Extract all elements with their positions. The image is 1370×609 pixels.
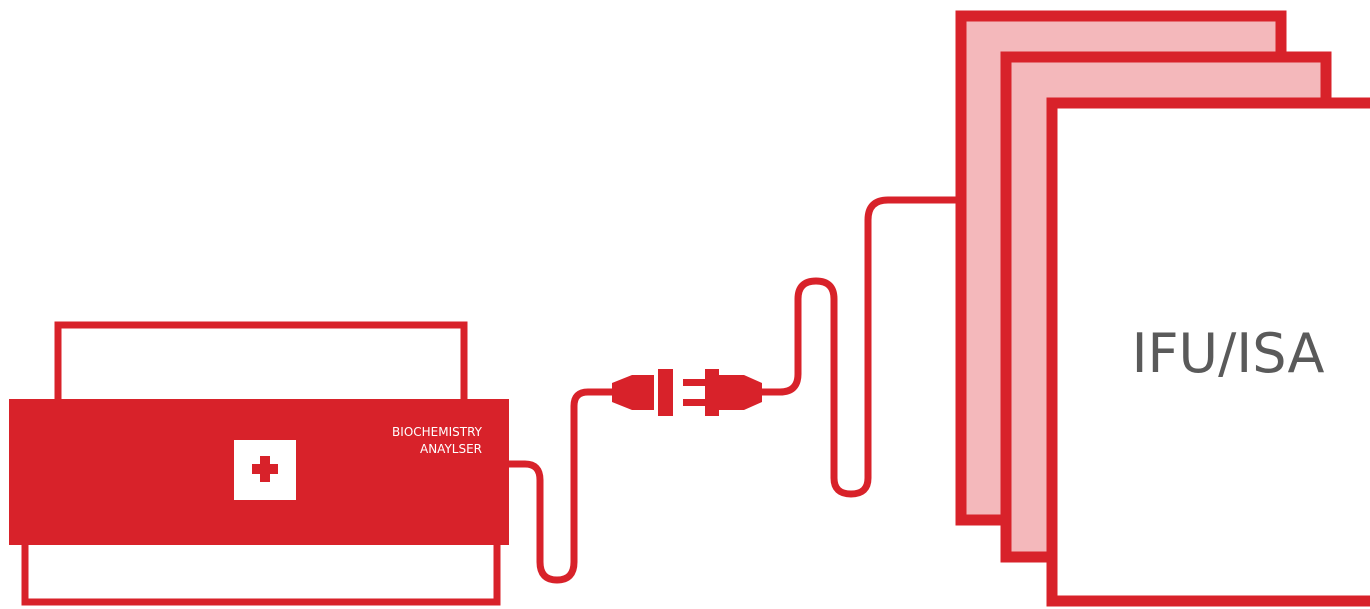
- plug-icon: [683, 369, 762, 416]
- analyser-label-line2: ANAYLSER: [420, 442, 482, 456]
- analyser-top-frame: [58, 325, 464, 405]
- cable-right: [762, 200, 962, 494]
- cable-left: [509, 392, 618, 580]
- document-stack: IFU/ISA: [961, 16, 1370, 601]
- biochemistry-analyser: BIOCHEMISTRY ANAYLSER: [9, 325, 509, 602]
- document-title: IFU/ISA: [1132, 322, 1325, 385]
- analyser-label-line1: BIOCHEMISTRY: [392, 425, 483, 439]
- socket-plug-icon: [612, 369, 673, 416]
- analyser-bottom-frame: [25, 540, 497, 602]
- medical-cross-icon: [234, 440, 296, 500]
